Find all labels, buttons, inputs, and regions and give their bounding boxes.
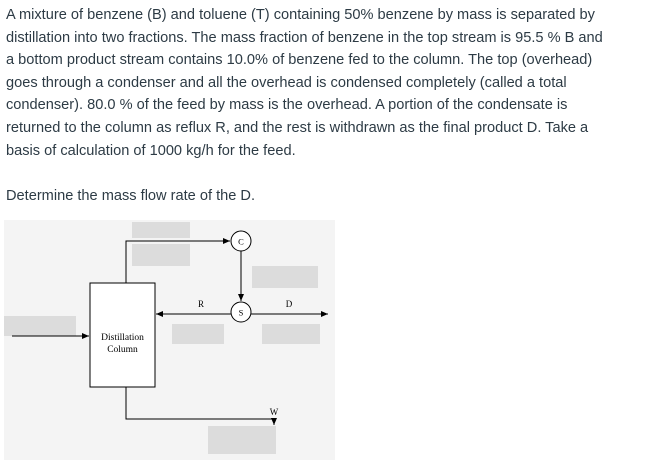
bottoms-label: W	[270, 407, 279, 417]
blank-box-reflux	[172, 324, 224, 344]
splitter-label: S	[239, 308, 244, 318]
reflux-label: R	[198, 299, 204, 309]
problem-line: returned to the column as reflux R, and …	[6, 119, 589, 136]
blank-box-feed	[4, 316, 76, 336]
problem-line: basis of calculation of 1000 kg/h for th…	[6, 142, 296, 159]
condenser-label: C	[238, 237, 244, 247]
splitter	[230, 301, 252, 323]
blank-box-condensate	[252, 266, 318, 288]
problem-statement: A mixture of benzene (B) and toluene (T)…	[6, 4, 662, 162]
blank-box-distillate	[262, 324, 320, 344]
blank-box-bottoms	[208, 426, 276, 454]
distillate-label: D	[286, 299, 293, 309]
process-flow-diagram: Distillation Column C S R D W	[4, 220, 335, 460]
problem-line: A mixture of benzene (B) and toluene (T)…	[6, 7, 595, 23]
overhead-vapor-line	[125, 238, 230, 283]
column-label-line2: Column	[107, 345, 138, 355]
problem-line: condenser). 80.0 % of the feed by mass i…	[6, 97, 568, 114]
problem-line: goes through a condenser and all the ove…	[6, 74, 567, 91]
problem-line: distillation into two fractions. The mas…	[6, 29, 603, 46]
distillation-column	[89, 282, 156, 388]
question-text: Determine the mass flow rate of the D.	[6, 188, 256, 204]
blank-box-vapor	[132, 244, 190, 266]
blank-box-top	[132, 222, 190, 238]
column-label-line1: Distillation	[101, 333, 144, 343]
problem-line: a bottom product stream contains 10.0% o…	[6, 52, 593, 69]
